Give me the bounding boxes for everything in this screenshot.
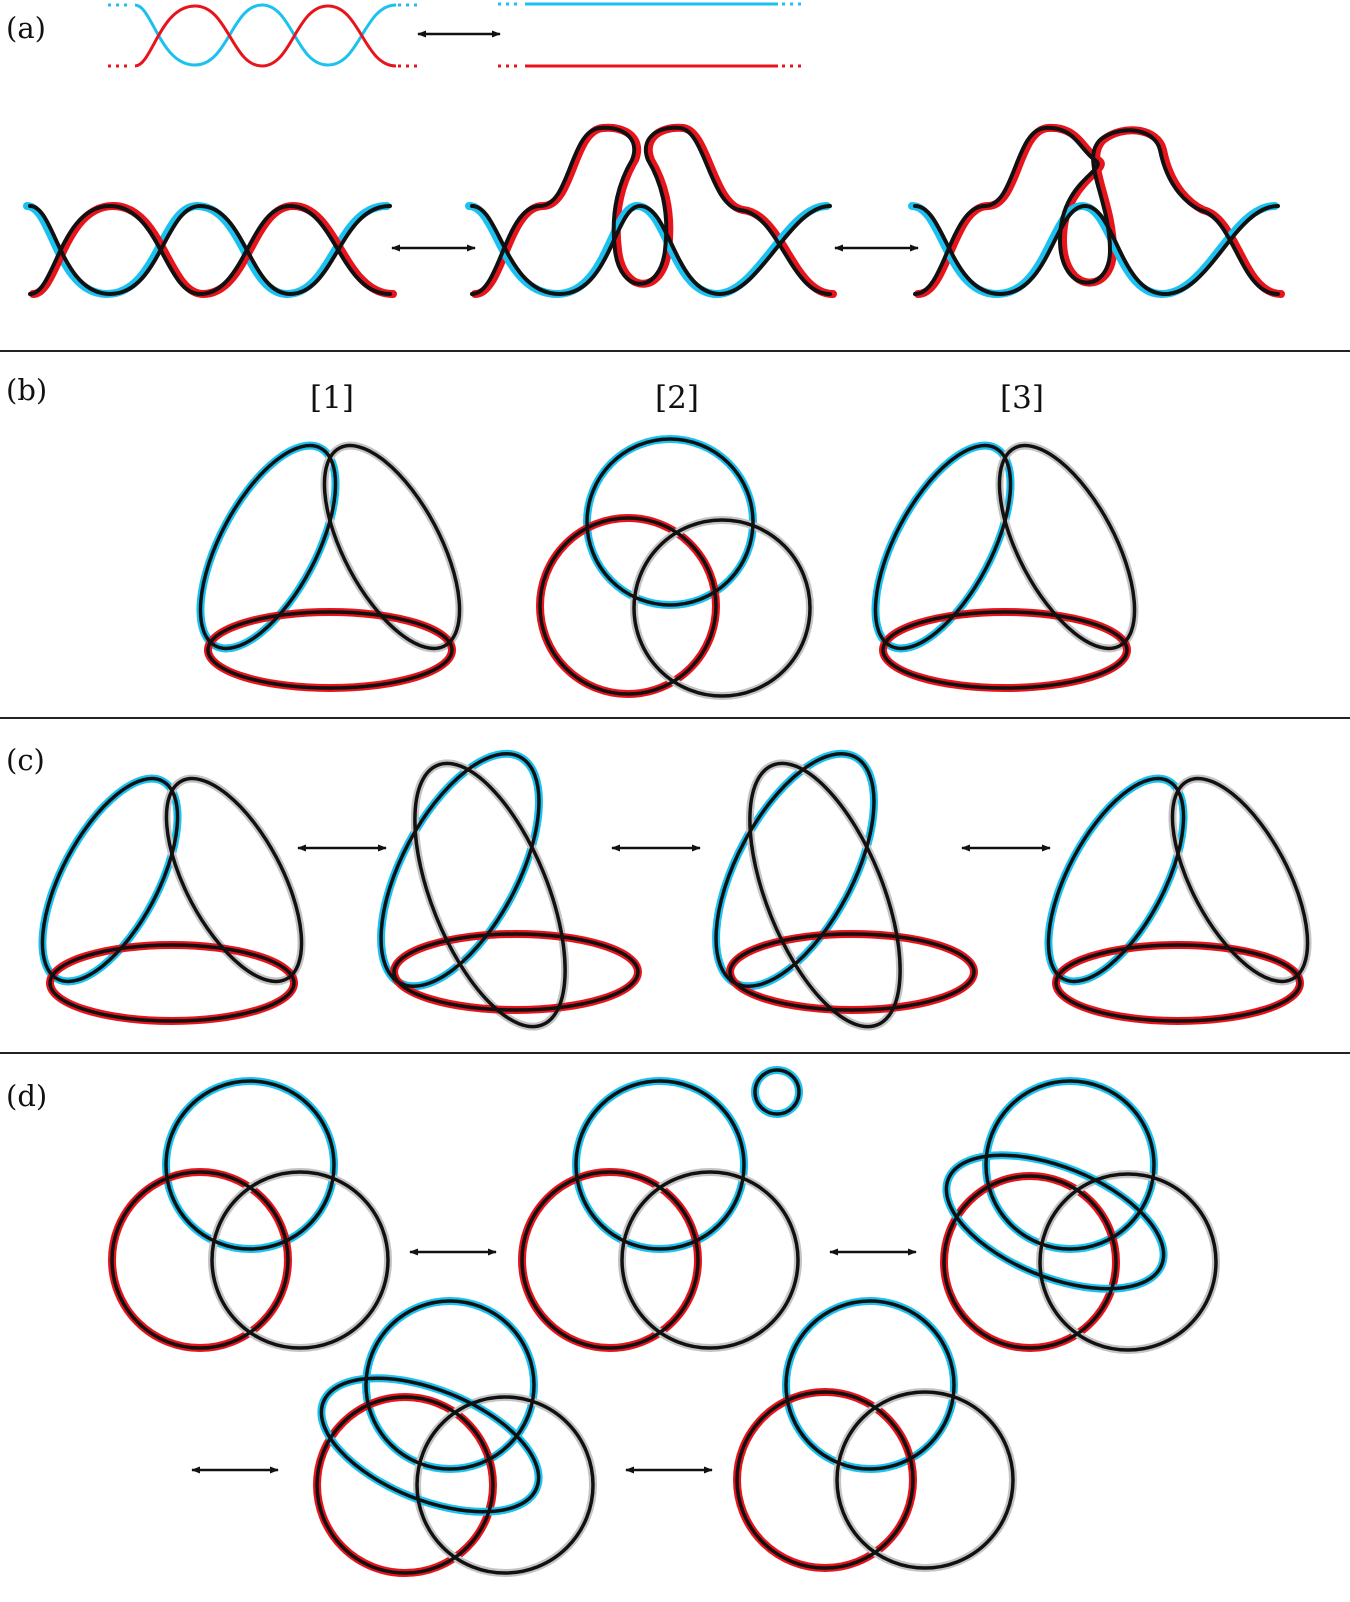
rings-d-2 [518,1066,803,1352]
subfigure-label-3: [3] [1000,380,1044,416]
panel-label-b: (b) [6,373,47,407]
subfigure-label-2: [2] [655,380,699,416]
panel-label-a: (a) [6,11,46,45]
borromean-rings [536,435,814,700]
trefoil-c-1 [38,774,306,1025]
twisted-strand-pair [108,3,418,68]
rings-d-1 [108,1077,392,1352]
ribbon-with-loops [465,123,837,299]
ribbon-crossed-loops [908,123,1285,299]
subfigure-label-1: [1] [310,380,354,416]
rings-d-5 [733,1297,1017,1572]
ribbon-twisted [23,201,397,299]
trefoil-c-3 [712,749,978,1031]
panel-label-d: (d) [6,1079,47,1113]
rings-d-4 [313,1297,597,1577]
panel-label-c: (c) [6,743,45,777]
trefoil-c-2 [377,749,642,1031]
rings-d-3 [940,1077,1220,1354]
trefoil-knot-3 [871,441,1139,692]
straight-strand-pair [498,2,806,68]
trefoil-c-4 [1044,774,1312,1025]
trefoil-knot-1 [196,441,464,692]
